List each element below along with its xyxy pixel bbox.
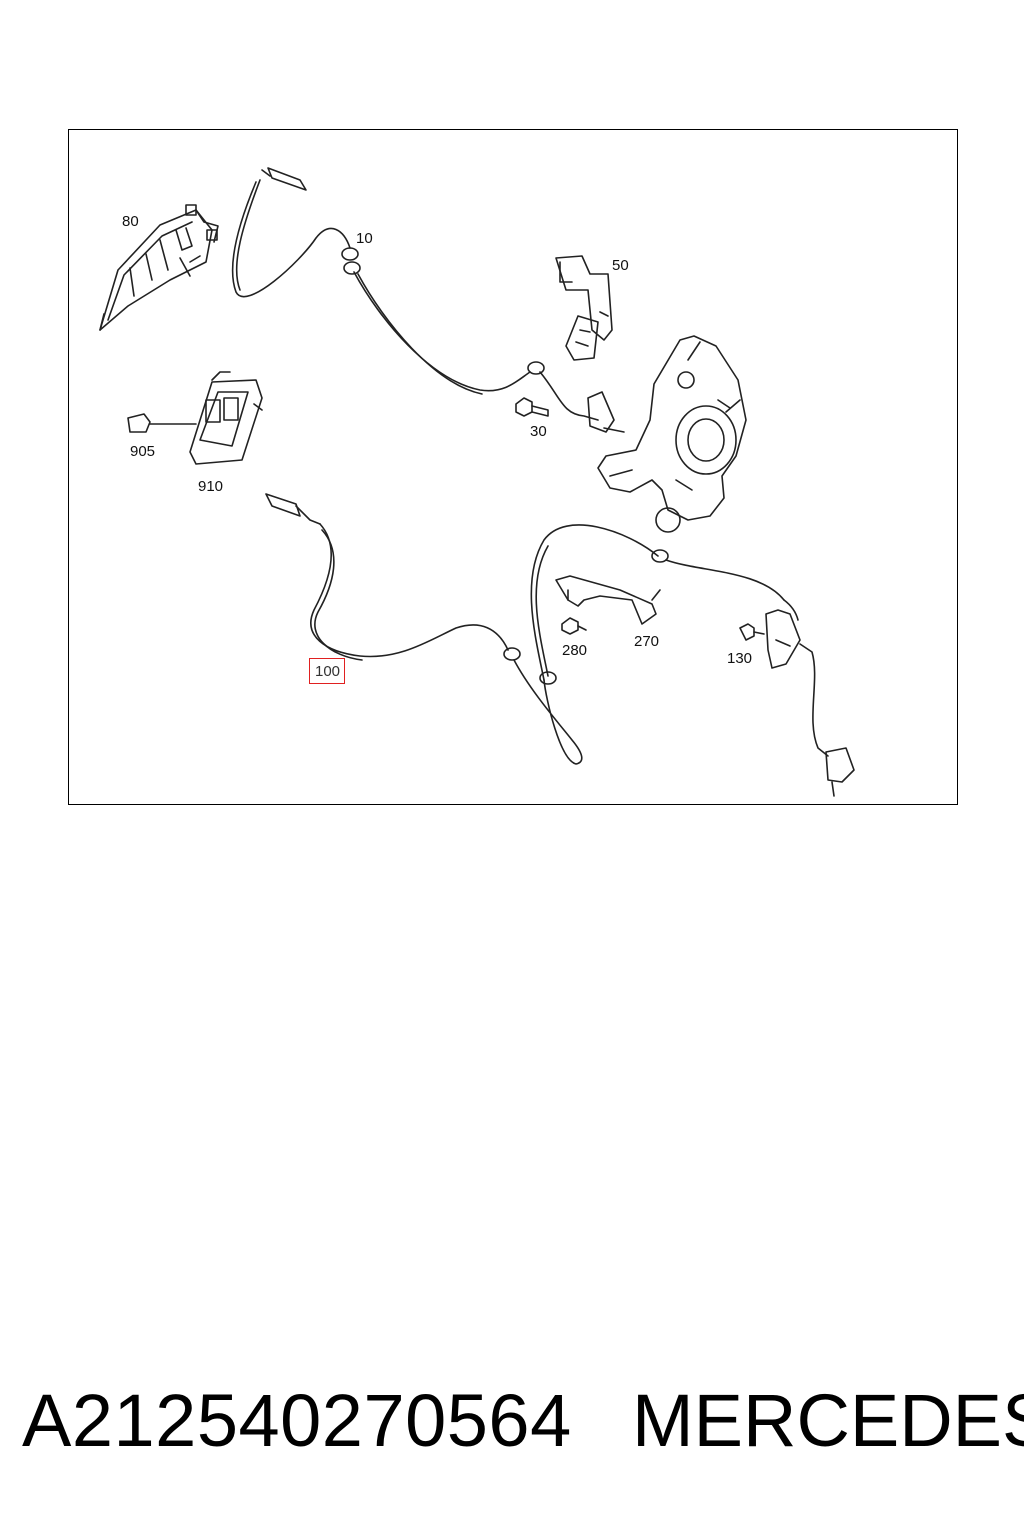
callout-10: 10 [356,230,373,247]
part-number: A212540270564 [22,1379,572,1462]
sensor-part-130 [739,599,855,797]
bracket-part-270 [555,575,661,625]
sensor-cable-part-10 [231,167,625,433]
footer-caption: A212540270564 MERCEDES [0,1378,1024,1468]
parts-illustration [99,167,855,797]
callout-910: 910 [198,478,224,495]
diagram-frame [68,129,958,805]
connector-part-905 [127,413,197,433]
callout-905: 905 [130,443,156,460]
bolt-part-30 [515,397,549,417]
sensor-cable-part-100 [265,493,583,765]
callout-280: 280 [562,642,588,659]
sensor-bracket-part-50 [555,255,613,361]
control-module-part-910 [189,371,263,465]
callout-100-highlighted[interactable]: 100 [309,658,346,684]
brand-name: MERCEDES [632,1379,1024,1462]
callout-80: 80 [122,213,139,230]
steering-knuckle [597,335,747,533]
sensor-cable-lower-right [530,524,785,685]
bolt-part-280 [561,617,587,635]
callout-130: 130 [727,650,753,667]
callout-50: 50 [612,257,629,274]
callout-270: 270 [634,633,660,650]
bracket-part-80 [99,204,219,331]
callout-30: 30 [530,423,547,440]
